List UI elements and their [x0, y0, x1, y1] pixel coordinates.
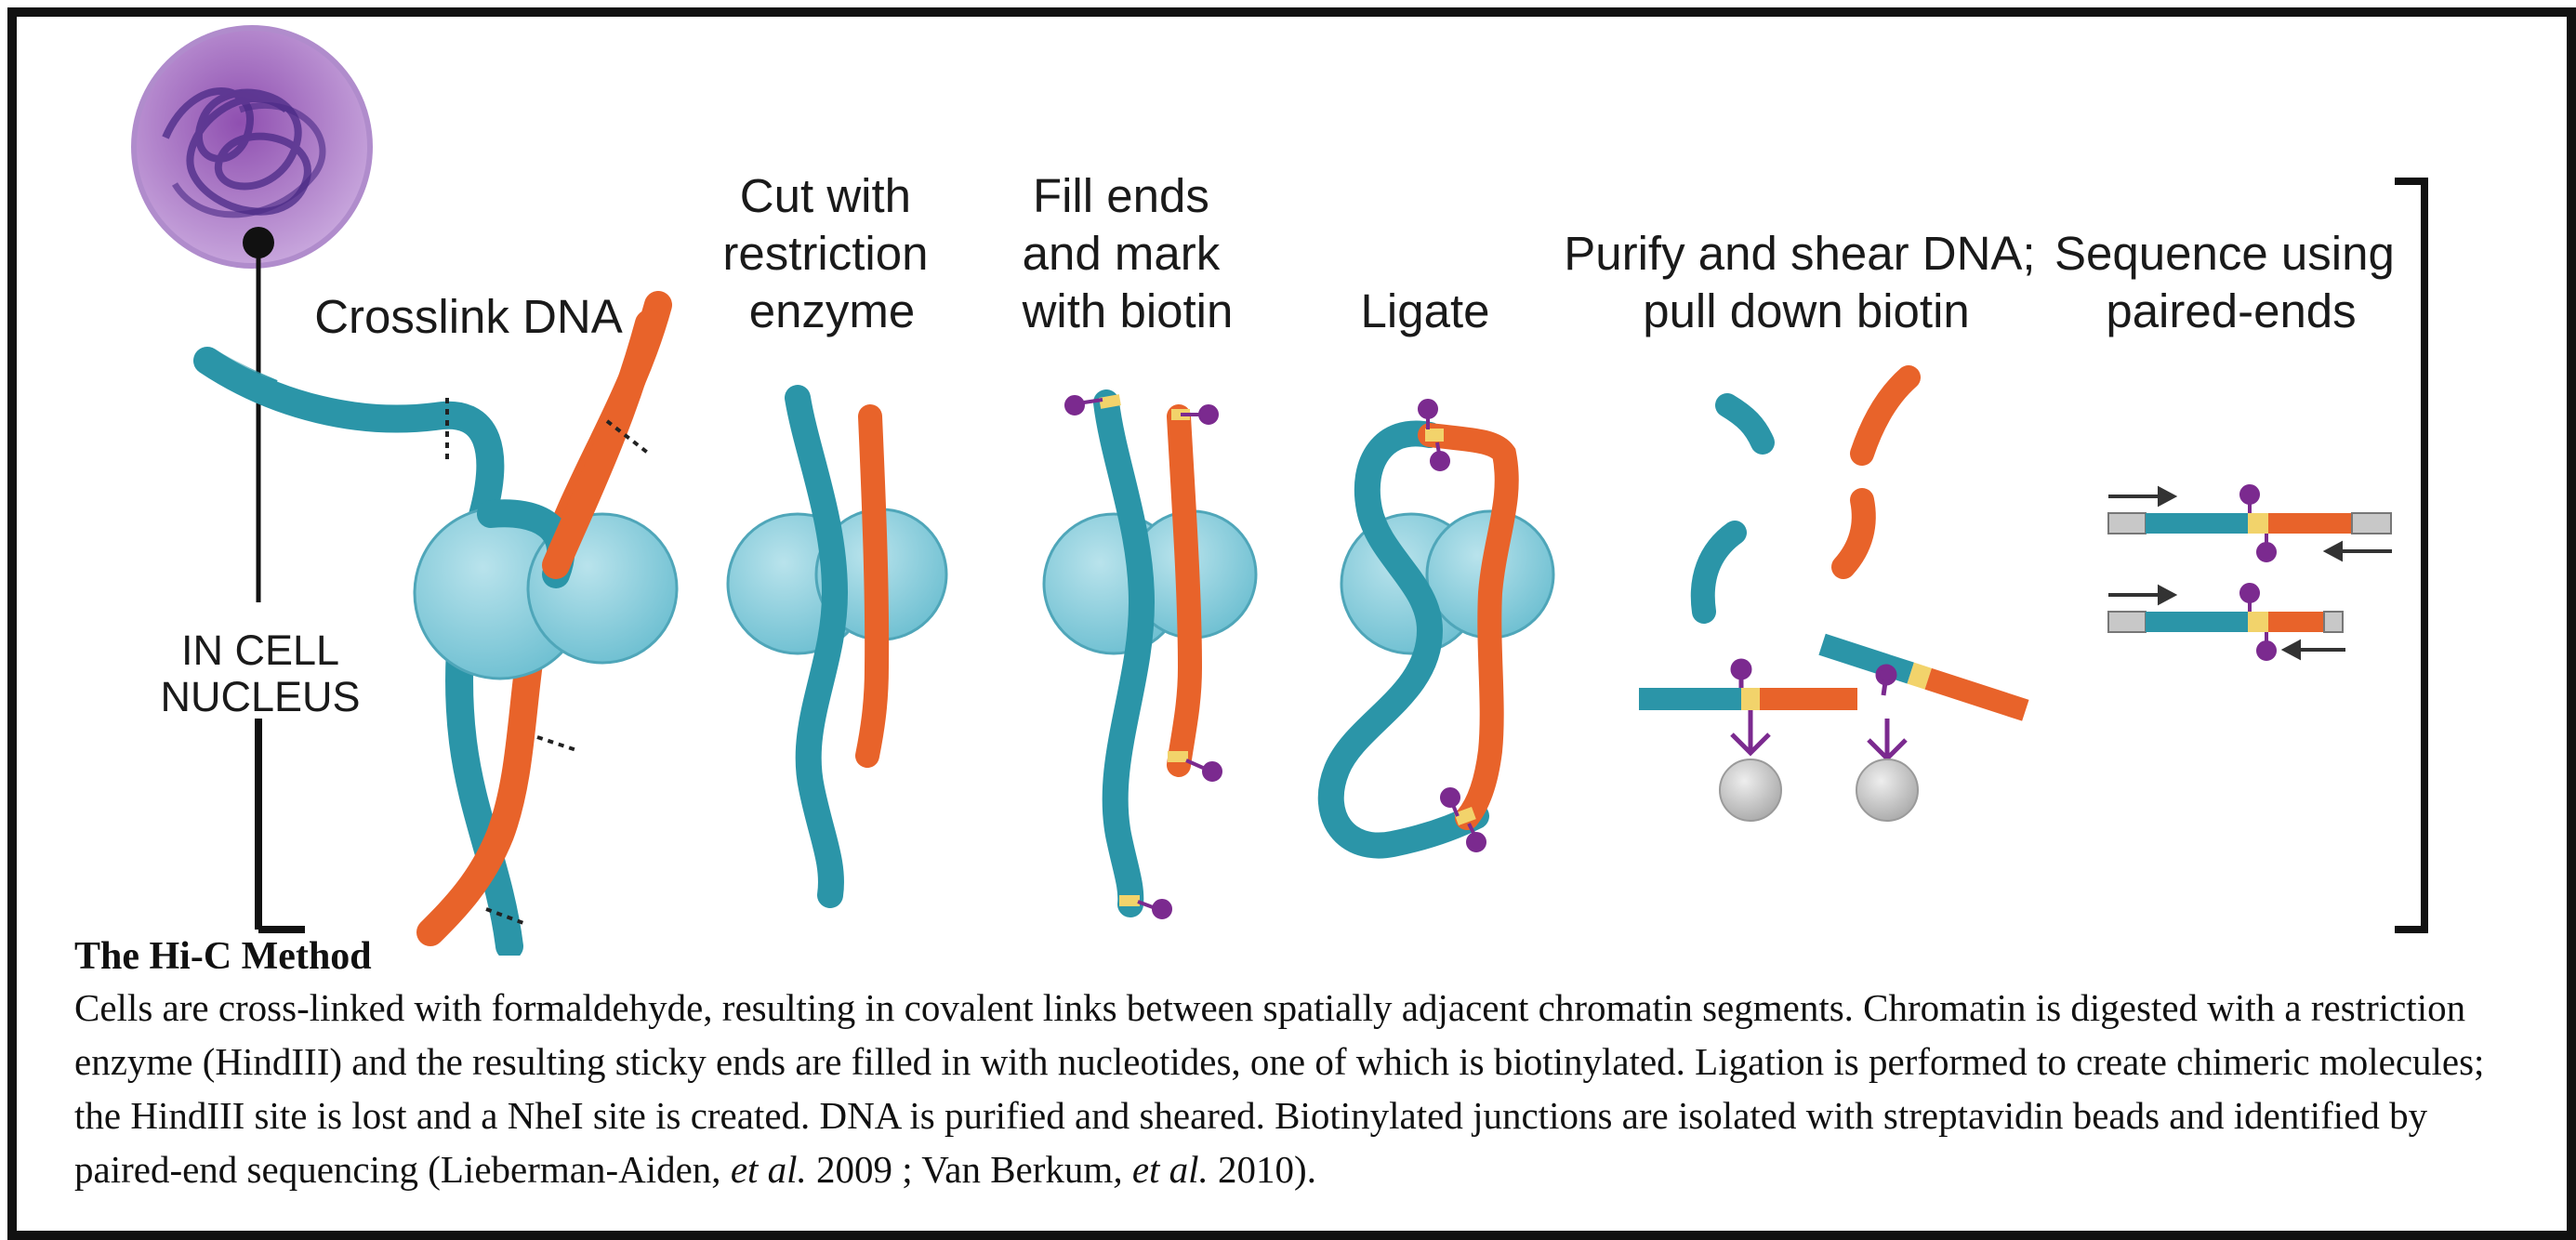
- caption-text-4: , et al.: [1113, 1148, 1208, 1191]
- step-purify-graphic: [1639, 377, 2029, 821]
- hi-c-diagram: IN CELL NUCLEUS Crosslink DNA Cut with r…: [17, 17, 2567, 956]
- caption-title: The Hi-C Method: [74, 932, 2529, 981]
- caption-body: Cells are cross-linked with formaldehyde…: [74, 981, 2529, 1196]
- step-cut-graphic: [728, 398, 946, 895]
- figure-frame: IN CELL NUCLEUS Crosslink DNA Cut with r…: [7, 7, 2576, 1240]
- step-ligate-graphic: [1331, 401, 1553, 851]
- caption-text-2: et al.: [731, 1148, 807, 1191]
- step-label-purify: Purify and shear DNA; pull down biotin: [1564, 227, 2049, 337]
- figure-caption: The Hi-C Method Cells are cross-linked w…: [74, 932, 2529, 1196]
- nucleus-label-line1: IN CELL: [181, 627, 339, 674]
- step-label-ligate: Ligate: [1361, 284, 1490, 337]
- step-crosslink-graphic: [207, 305, 677, 946]
- step-label-sequence: Sequence using paired-ends: [2054, 227, 2408, 337]
- step-label-fill: Fill ends and mark with biotin: [1022, 169, 1234, 337]
- step-label-cut: Cut with restriction enzyme: [722, 169, 941, 337]
- caption-text-3: 2009 ; Van Berkum: [807, 1148, 1114, 1191]
- caption-text-5: 2010).: [1209, 1148, 1316, 1191]
- right-bracket: [2395, 181, 2424, 930]
- nucleus-pointer: [258, 243, 305, 930]
- step-label-crosslink: Crosslink DNA: [314, 290, 623, 343]
- step-fill-graphic: [1044, 394, 1256, 917]
- step-sequence-graphic: [2108, 486, 2392, 659]
- nucleus-label-line2: NUCLEUS: [160, 673, 360, 720]
- cell-nucleus: [134, 28, 370, 266]
